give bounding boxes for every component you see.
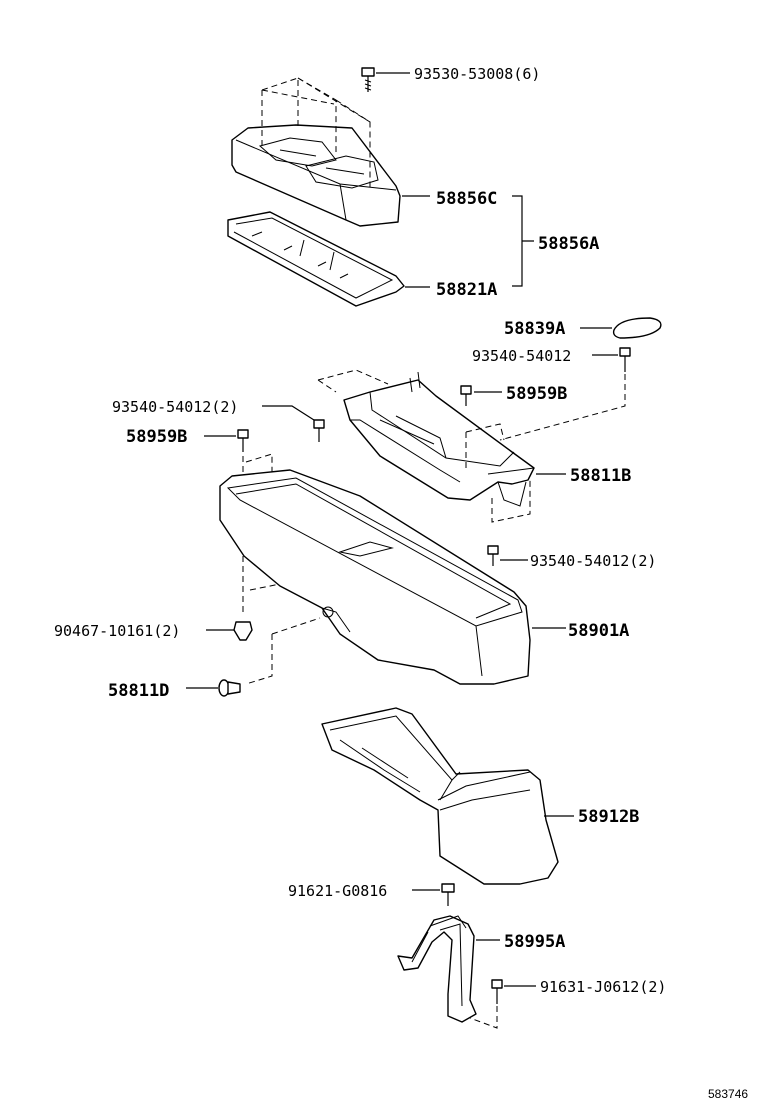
inner-box-part [343,371,535,507]
label-93540-54012-lower: 93540-54012(2) [530,552,656,570]
clip-icon [237,429,249,452]
label-93540-54012-left: 93540-54012(2) [112,398,238,416]
label-91631-J0612: 91631-J0612(2) [540,978,666,996]
label-58995A: 58995A [504,932,565,952]
label-58912B: 58912B [578,807,639,827]
screw-icon [313,419,325,442]
lower-cover-part [321,707,559,885]
clip-icon [233,621,253,641]
label-91621-G0816: 91621-G0816 [288,882,387,900]
label-93540-54012-top: 93540-54012 [472,347,571,365]
label-58959B-right: 58959B [506,384,567,404]
screw-icon [619,347,631,372]
label-58811D: 58811D [108,681,169,701]
label-58856C: 58856C [436,189,497,209]
console-body-part [219,469,531,685]
clip-icon [218,679,241,697]
figure-id: 583746 [708,1087,748,1101]
bracket-part [397,915,477,1023]
clip-icon [460,385,472,406]
label-58839A: 58839A [504,319,565,339]
screw-icon [491,979,503,1004]
cup-holder-tray-part [231,124,401,227]
label-58821A: 58821A [436,280,497,300]
label-58901A: 58901A [568,621,629,641]
screw-icon [441,883,455,906]
base-plate-part [227,211,405,307]
label-58959B-left: 58959B [126,427,187,447]
label-93530-53008: 93530-53008(6) [414,65,540,83]
pad-part [612,317,662,339]
label-58856A: 58856A [538,234,599,254]
screw-icon [487,545,499,566]
tray-dashed-guides [261,77,371,188]
screw-icon [361,67,375,92]
label-90467-10161: 90467-10161(2) [54,622,180,640]
label-58811B: 58811B [570,466,631,486]
